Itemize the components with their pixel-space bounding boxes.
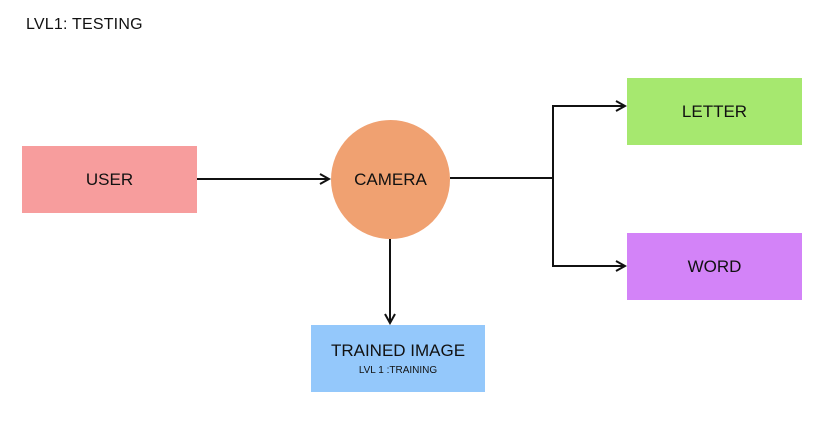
word-node-label: WORD <box>687 256 742 276</box>
word-node: WORD <box>627 233 802 300</box>
trained-image-node-sublabel: LVL 1 :TRAINING <box>358 365 438 376</box>
trained-image-node-label: TRAINED IMAGE <box>330 341 466 360</box>
edge-camera-letter <box>450 106 625 179</box>
edge-camera-word <box>552 178 625 266</box>
diagram-title: LVL1: TESTING <box>26 16 143 33</box>
camera-node-label: CAMERA <box>354 169 427 189</box>
camera-node: CAMERA <box>331 120 450 239</box>
user-node-label: USER <box>85 169 134 189</box>
trained-image-node: TRAINED IMAGE LVL 1 :TRAINING <box>311 325 485 392</box>
letter-node: LETTER <box>627 78 802 145</box>
user-node: USER <box>22 146 197 213</box>
letter-node-label: LETTER <box>681 101 748 121</box>
